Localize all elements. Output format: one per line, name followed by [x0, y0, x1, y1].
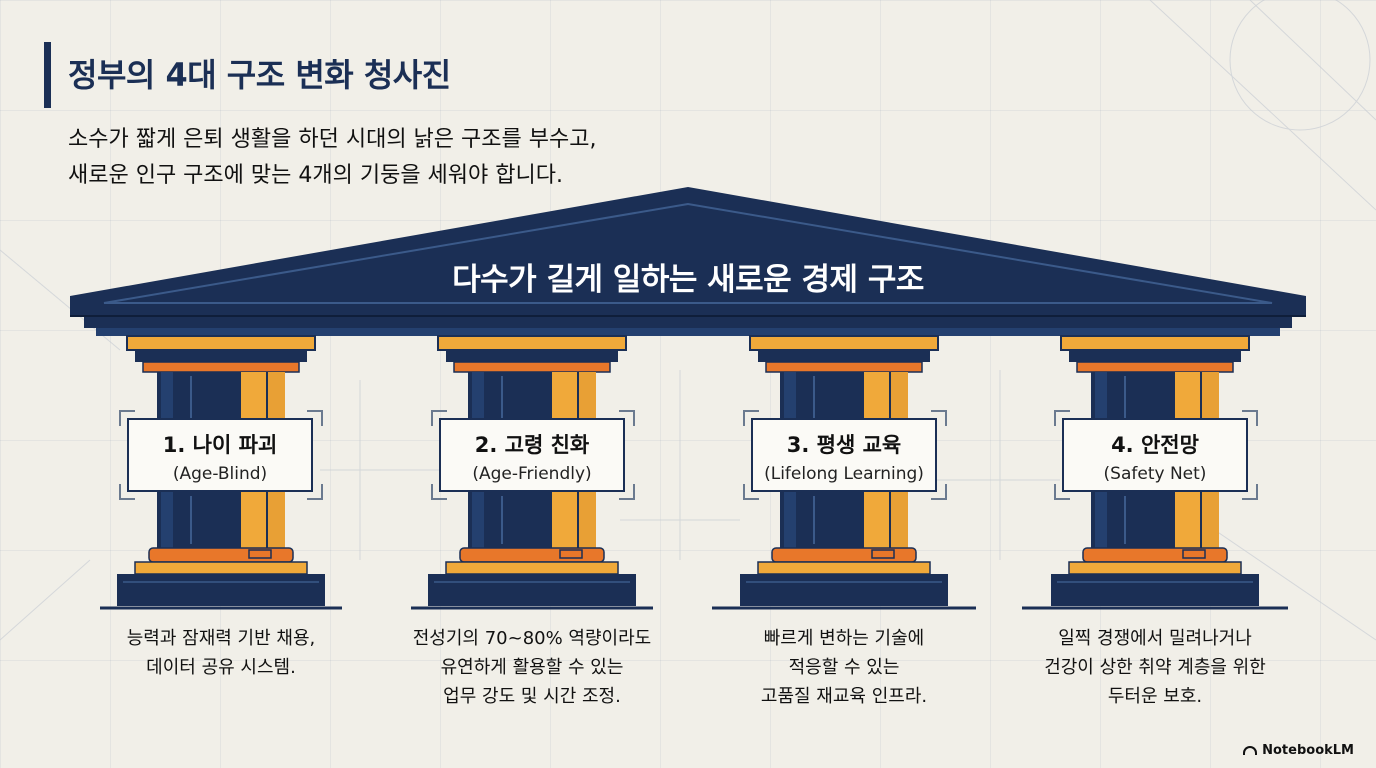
brand-label: NotebookLM — [1262, 743, 1354, 758]
pillar-3-desc-line: 적응할 수 있는 — [788, 657, 900, 678]
roof-label: 다수가 길게 일하는 새로운 경제 구조 — [452, 262, 924, 298]
pillar-4-desc-line: 두터운 보호. — [1107, 686, 1203, 707]
pillar-1-desc-line: 능력과 잠재력 기반 채용, — [126, 628, 316, 649]
plaque-1-bracket — [307, 410, 323, 426]
subtitle: 소수가 짧게 은퇴 생활을 하던 시대의 낡은 구조를 부수고, 새로운 인구 … — [68, 122, 596, 194]
plaque-2-bracket — [431, 484, 447, 500]
pillar-3-desc-line: 고품질 재교육 인프라. — [760, 686, 928, 707]
pillar-4-desc-line: 건강이 상한 취약 계층을 위한 — [1044, 657, 1266, 678]
pillar-2-desc-line: 유연하게 활용할 수 있는 — [440, 657, 624, 678]
pillar-3-desc-line: 빠르게 변하는 기술에 — [763, 628, 925, 649]
plaque-2-bracket — [619, 484, 635, 500]
plaque-4-bracket — [1054, 410, 1070, 426]
notebooklm-logo-icon — [1243, 746, 1258, 755]
pillar-3-plaque: 3. 평생 교육 (Lifelong Learning) — [751, 418, 937, 492]
pillar-2-desc-line: 업무 강도 및 시간 조정. — [443, 686, 621, 707]
plaque-3-bracket — [743, 410, 759, 426]
subtitle-line-1: 소수가 짧게 은퇴 생활을 하던 시대의 낡은 구조를 부수고, — [68, 127, 597, 152]
plaque-3-bracket — [931, 484, 947, 500]
pillar-1-english: (Age-Blind) — [172, 464, 268, 484]
pillar-2-description: 전성기의 70~80% 역량이라도 유연하게 활용할 수 있는 업무 강도 및 … — [382, 624, 682, 711]
pillar-4-desc-line: 일찍 경쟁에서 밀려나거나 — [1058, 628, 1252, 649]
plaque-3-bracket — [931, 410, 947, 426]
pillar-1-description: 능력과 잠재력 기반 채용, 데이터 공유 시스템. — [71, 624, 371, 682]
subtitle-line-2: 새로운 인구 구조에 맞는 4개의 기둥을 세워야 합니다. — [68, 163, 563, 188]
pillar-4-english: (Safety Net) — [1103, 464, 1207, 484]
brand-watermark: NotebookLM — [1243, 743, 1354, 758]
plaque-3-bracket — [743, 484, 759, 500]
plaque-4-bracket — [1242, 484, 1258, 500]
pillar-2-plaque: 2. 고령 친화 (Age-Friendly) — [439, 418, 625, 492]
pillar-2-name: 2. 고령 친화 — [474, 433, 590, 457]
plaque-1-bracket — [119, 410, 135, 426]
pillar-2-english: (Age-Friendly) — [472, 464, 592, 484]
pillar-4-description: 일찍 경쟁에서 밀려나거나 건강이 상한 취약 계층을 위한 두터운 보호. — [1005, 624, 1305, 711]
plaque-1-bracket — [119, 484, 135, 500]
pillar-1-desc-line: 데이터 공유 시스템. — [146, 657, 296, 678]
plaque-4-bracket — [1242, 410, 1258, 426]
plaque-2-bracket — [431, 410, 447, 426]
pillar-4-name: 4. 안전망 — [1111, 433, 1199, 457]
title-accent-bar — [44, 42, 51, 108]
pillar-2-desc-line: 전성기의 70~80% 역량이라도 — [412, 628, 652, 649]
plaque-2-bracket — [619, 410, 635, 426]
pillar-3-name: 3. 평생 교육 — [786, 433, 902, 457]
pillar-1-name: 1. 나이 파괴 — [162, 433, 278, 457]
plaque-1-bracket — [307, 484, 323, 500]
plaque-4-bracket — [1054, 484, 1070, 500]
pillar-1-plaque: 1. 나이 파괴 (Age-Blind) — [127, 418, 313, 492]
pillar-3-description: 빠르게 변하는 기술에 적응할 수 있는 고품질 재교육 인프라. — [694, 624, 994, 711]
pillar-4-plaque: 4. 안전망 (Safety Net) — [1062, 418, 1248, 492]
pillar-3-english: (Lifelong Learning) — [764, 464, 924, 484]
page-title: 정부의 4대 구조 변화 청사진 — [68, 56, 451, 94]
